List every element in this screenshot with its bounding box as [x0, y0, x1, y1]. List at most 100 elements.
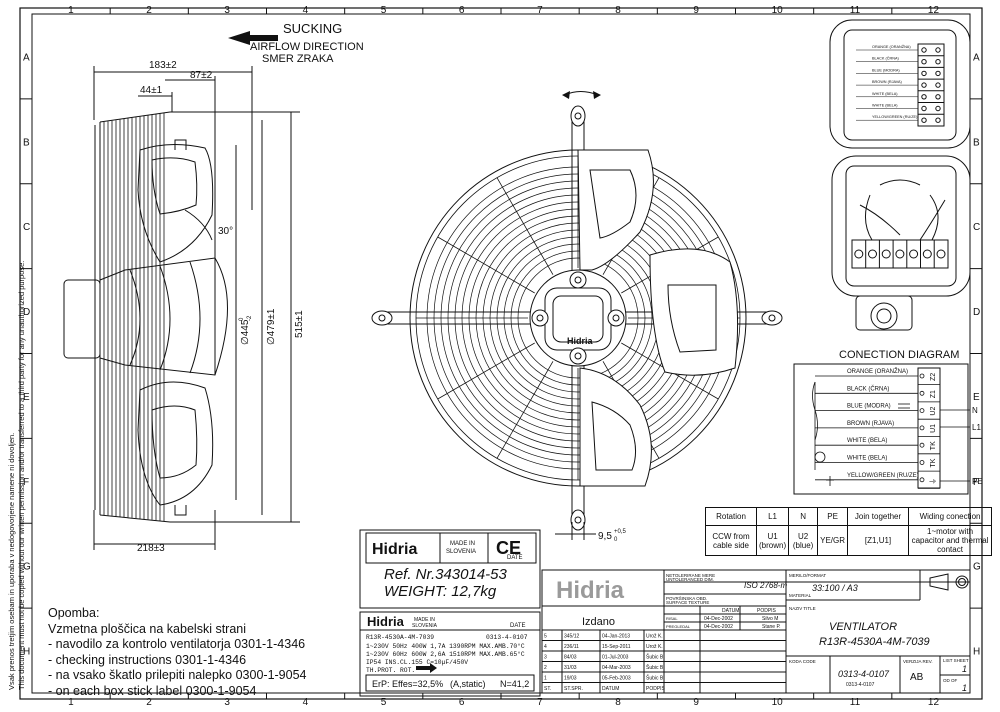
rating-plate-erp3: N=41,2 — [500, 679, 529, 689]
history-cell: 84/03 — [564, 655, 577, 661]
grid-col-bottom: 10 — [772, 697, 784, 707]
scale-label: MERILO/FORMAT — [789, 573, 826, 578]
verzija-label: VERZIJA REV. — [903, 659, 933, 664]
surf-label-1: POVRŠINSKA OBD. — [666, 595, 707, 601]
tol-label-1: NETOLERIRANE MERE — [666, 573, 715, 578]
side-notice-2: This document must not be copied without… — [17, 261, 26, 690]
history-head: ST. — [544, 686, 551, 692]
history-cell: 15-Sep-2011 — [602, 644, 631, 650]
connection-diagram: CONECTION DIAGRAM ORANGE (ORANŽNA)Z2BLAC… — [793, 349, 969, 495]
grid-row-right: A — [973, 52, 980, 63]
grid-col-bottom: 5 — [381, 697, 387, 707]
history-cell: Šubic B. — [646, 675, 665, 682]
rotation-value-cell: 1~motor with capacitor and thermal conta… — [908, 525, 993, 556]
dim-445-group: ∅445 0 -2 — [239, 315, 253, 345]
naziv-label: NAZIV TITLE — [789, 606, 816, 611]
rotation-value-cell: U1 (brown) — [755, 525, 790, 556]
connection-wire-label: BLACK (ČRNA) — [847, 385, 889, 392]
history-head: ST.SPR. — [564, 686, 583, 692]
grid-col-bottom: 8 — [615, 697, 621, 707]
rotation-arrow-head — [562, 91, 570, 99]
rating-plate-date: DATE — [510, 623, 526, 629]
grid-col-top: 2 — [146, 5, 152, 16]
revision: AB — [910, 672, 924, 683]
grid-col-bottom: 9 — [693, 697, 699, 707]
grid-row-right: F — [973, 477, 979, 488]
grid-row-right: D — [973, 307, 980, 318]
note-line: Vzmetna ploščica na kabelski strani — [48, 621, 247, 636]
connection-wire-label: YELLOW/GREEN (RU/ZE) — [847, 473, 919, 479]
rating-plate-line3: IP54 INS.CL.155 C=10µF/450V — [366, 659, 468, 666]
grid-row-left: E — [23, 392, 30, 403]
grid-col-top: 10 — [772, 5, 784, 16]
connection-terminal: Z2 — [930, 373, 937, 381]
drawing-code-small: 0313-4-0107 — [846, 682, 875, 688]
grid-col-bottom: 4 — [303, 697, 309, 707]
note-line: - on each box stick label 0300-1-9054 — [48, 683, 257, 698]
dim-9-5-up: +0,5 — [614, 529, 627, 535]
rotation-header-cell: Widing conection — [908, 507, 993, 526]
history-cell: 31/03 — [564, 665, 577, 671]
history-head: PODPIS — [646, 686, 666, 692]
note-line: - navodilo za kontrolo ventilatorja 0301… — [48, 637, 306, 651]
sheet-number: 1 — [962, 664, 967, 674]
grid-col-top: 7 — [537, 5, 543, 16]
dim-479: ∅479±1 — [266, 308, 277, 345]
rotation-header-cell: PE — [817, 507, 849, 526]
rotation-value-cell: CCW from cable side — [705, 525, 757, 556]
airflow-line2: SMER ZRAKA — [262, 53, 334, 65]
grid-row-left: D — [23, 307, 30, 318]
history-cell: 5 — [544, 634, 547, 640]
side-notice-1: Vsak prenos tretjim osebam in uporaba v … — [7, 433, 16, 690]
title-block-logo: Hidria — [556, 577, 625, 604]
rotation-value-cell: U2 (blue) — [788, 525, 819, 556]
rating-plate-erp: ErP: Effes=32,5% — [372, 679, 443, 689]
rating-plate-code: 0313-4-0107 — [486, 634, 528, 641]
dim-183: 183±2 — [149, 60, 177, 71]
grid-col-bottom: 7 — [537, 697, 543, 707]
rating-plate-erp2: (A,static) — [450, 679, 486, 689]
drawing-code: 0313-4-0107 — [838, 669, 890, 679]
grid-col-bottom: 2 — [146, 697, 152, 707]
history-cell: 05-Feb-2003 — [602, 676, 631, 682]
risal-name: Silvo M — [762, 616, 778, 622]
risal-date: 04-Dec-2002 — [704, 616, 733, 622]
history-cell: 1 — [544, 676, 547, 682]
weight: WEIGHT: 12,7kg — [384, 583, 497, 600]
dim-angle: 30° — [218, 226, 233, 237]
grid-col-top: 5 — [381, 5, 387, 16]
history-cell: Šubic B. — [646, 654, 665, 661]
connection-terminal: U1 — [930, 424, 937, 433]
grid-col-top: 3 — [224, 5, 230, 16]
history-cell: 236/11 — [564, 644, 579, 650]
grid-row-left: B — [23, 137, 30, 148]
connection-wire-label: ORANGE (ORANŽNA) — [847, 367, 908, 375]
rating-plate-brand: Hidria — [367, 614, 405, 629]
list-label: LIST SHEET — [943, 658, 969, 663]
connection-terminal: Z1 — [930, 390, 937, 398]
dim-87: 87±2 — [190, 70, 213, 81]
terminal-top-label: WHITE (BELA) — [872, 92, 898, 96]
rating-plate-made-in: MADE IN — [414, 617, 435, 623]
rotation-value-cell: YE/GR — [817, 525, 849, 556]
title-line-1: VENTILATOR — [829, 621, 897, 633]
history-cell: Urož K. — [646, 644, 663, 650]
connection-line-label: N — [972, 406, 978, 415]
history-cell: Šubic B. — [646, 664, 665, 671]
notes-heading: Opomba: — [48, 606, 100, 620]
connection-terminal: U2 — [930, 407, 937, 416]
reference-block: Ref. Nr.343014-53 WEIGHT: 12,7kg — [384, 566, 507, 600]
grid-row-left: F — [23, 477, 29, 488]
grid-col-bottom: 12 — [928, 697, 940, 707]
history-cell: 04-Mar-2003 — [602, 665, 631, 671]
dim-218: 218±3 — [137, 543, 165, 554]
label-plate — [359, 529, 541, 697]
label-plate-made-in: MADE IN — [450, 541, 475, 547]
reference-number: Ref. Nr.343014-53 — [384, 566, 507, 583]
dim-44: 44±1 — [140, 85, 163, 96]
pregledal-label: PREGLEDAL — [666, 624, 691, 629]
connection-wire-label: BROWN (RJAVA) — [847, 421, 894, 427]
